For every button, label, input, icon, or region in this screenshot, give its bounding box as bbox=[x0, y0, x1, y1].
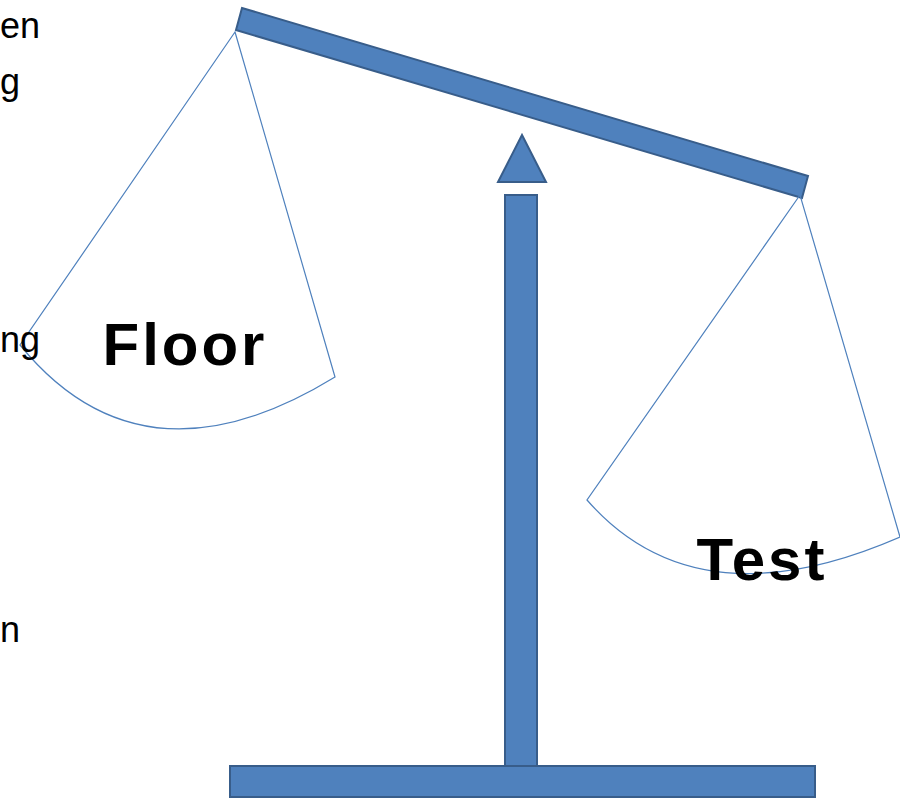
cropped-text: n bbox=[0, 612, 20, 648]
scale-post bbox=[505, 195, 537, 767]
pan-shape bbox=[587, 195, 900, 574]
pan-outline bbox=[582, 190, 900, 575]
pan-label: Test bbox=[642, 530, 882, 590]
pan-label: Floor bbox=[15, 315, 355, 375]
fulcrum-triangle bbox=[498, 135, 546, 182]
scale-pan: Floor bbox=[15, 30, 340, 432]
scale-beam bbox=[236, 8, 808, 198]
cropped-text: g bbox=[0, 64, 20, 100]
cropped-text: ng bbox=[0, 322, 40, 358]
scale-base bbox=[230, 766, 815, 797]
cropped-text: en bbox=[0, 8, 40, 44]
scale-pan: Test bbox=[582, 190, 900, 575]
